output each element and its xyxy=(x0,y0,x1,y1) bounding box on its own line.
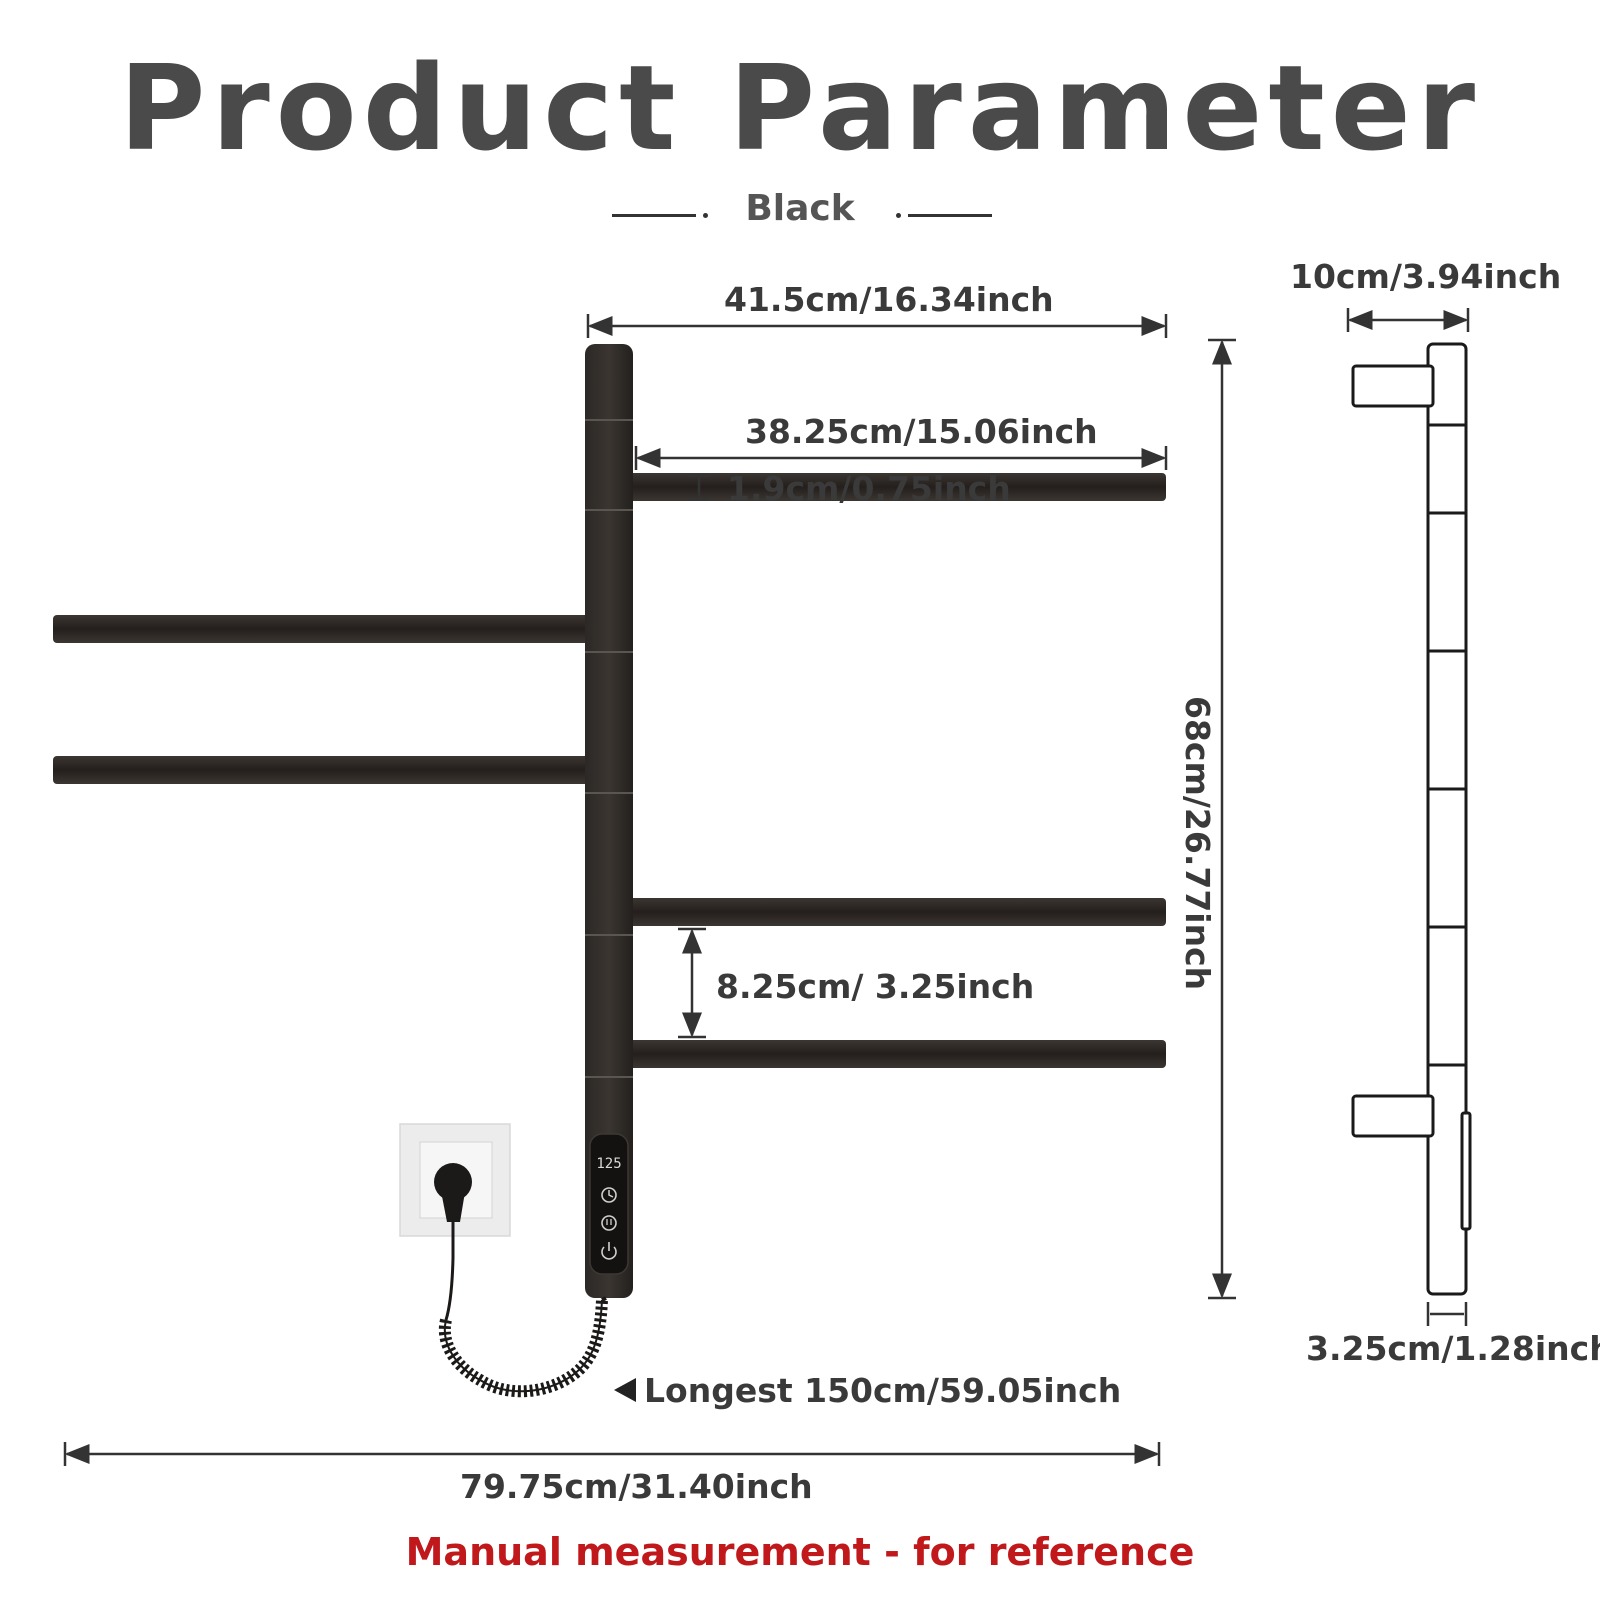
towel-bar-3 xyxy=(53,756,593,784)
measurement-note: Manual measurement - for reference xyxy=(405,1530,1195,1574)
right-divider-dot xyxy=(896,213,901,218)
page-title: Product Parameter xyxy=(118,39,1482,177)
total-span-label: 79.75cm/31.40inch xyxy=(460,1467,813,1506)
control-display: 125 xyxy=(596,1156,621,1172)
power-icon[interactable] xyxy=(601,1242,617,1260)
towel-bar-4 xyxy=(628,898,1166,926)
temperature-icon[interactable] xyxy=(601,1215,617,1231)
side-view xyxy=(1351,342,1472,1296)
towel-bar-2 xyxy=(53,615,593,643)
right-divider-line xyxy=(908,214,992,217)
height-label: 68cm/26.77inch xyxy=(1178,696,1217,991)
bar-length-label: 38.25cm/15.06inch xyxy=(745,412,1098,451)
control-panel: 125 xyxy=(589,1133,629,1275)
color-variant-label-group: Black xyxy=(0,188,1600,238)
towel-bar-5 xyxy=(628,1040,1166,1068)
vertical-column xyxy=(585,344,633,1298)
dimension-lines xyxy=(63,308,1470,1466)
left-divider-line xyxy=(612,214,696,217)
towel-bars xyxy=(53,473,1166,1068)
column-width-label: 3.25cm/1.28inch xyxy=(1306,1329,1600,1368)
timer-icon[interactable] xyxy=(601,1187,617,1203)
color-variant-label: Black xyxy=(745,188,855,229)
cable-pointer-icon xyxy=(614,1378,636,1402)
towel-bar-1 xyxy=(628,473,1166,501)
bar-spacing-label: 8.25cm/ 3.25inch xyxy=(716,967,1035,1006)
power-cable xyxy=(438,1222,608,1398)
bar-diameter-label: 1.9cm/0.75inch xyxy=(727,469,1011,508)
wall-socket xyxy=(399,1123,511,1237)
overall-bar-width-label: 41.5cm/16.34inch xyxy=(724,280,1054,319)
cable-length-label: Longest 150cm/59.05inch xyxy=(644,1371,1122,1410)
depth-label: 10cm/3.94inch xyxy=(1290,257,1562,296)
left-divider-dot xyxy=(703,213,708,218)
